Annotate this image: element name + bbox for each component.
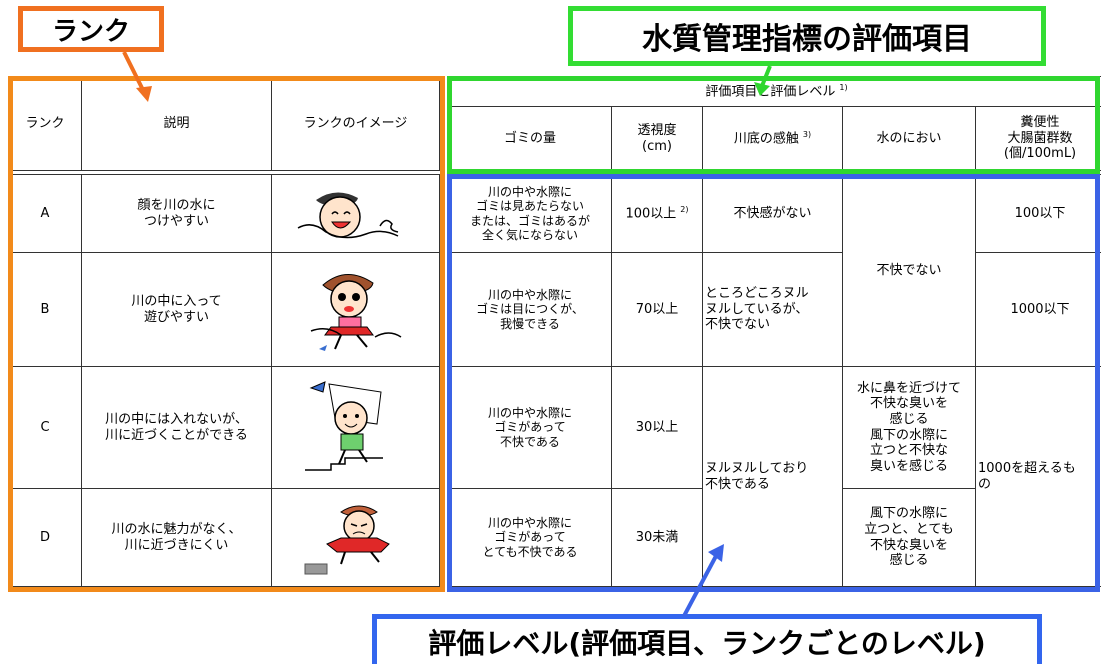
trash-a: 川の中や水際にゴミは見あたらないまたは、ゴミはあるが全く気にならない bbox=[449, 175, 612, 253]
rank-a-cell: A bbox=[9, 175, 82, 253]
coliform-b: 1000以下 bbox=[976, 253, 1101, 367]
table-row: C 川の中には入れないが、川に近づくことができる 川の中や水際にゴミがあって不快… bbox=[9, 367, 1101, 489]
rank-arrow-icon bbox=[118, 48, 158, 108]
coliform-a: 100以下 bbox=[976, 175, 1101, 253]
level-arrow-icon bbox=[676, 540, 736, 620]
child-face-in-water-icon bbox=[296, 184, 416, 244]
image-a bbox=[272, 175, 440, 253]
description-a: 顔を川の水につけやすい bbox=[82, 175, 272, 253]
header-rank: ランク bbox=[9, 77, 82, 171]
transparency-c: 30以上 bbox=[612, 367, 703, 489]
odor-ab: 不快でない bbox=[843, 175, 976, 367]
table-row: D 川の水に魅力がなく、川に近づきにくい 川の中や水際にゴミがあってとても不快で… bbox=[9, 489, 1101, 587]
trash-d: 川の中や水際にゴミがあってとても不快である bbox=[449, 489, 612, 587]
coliform-cd: 1000を超えるもの bbox=[976, 367, 1101, 587]
child-playing-in-river-icon bbox=[301, 265, 411, 355]
trash-b: 川の中や水際にゴミは目につくが、我慢できる bbox=[449, 253, 612, 367]
transparency-b: 70以上 bbox=[612, 253, 703, 367]
trash-c: 川の中や水際にゴミがあって不快である bbox=[449, 367, 612, 489]
description-d: 川の水に魅力がなく、川に近づきにくい bbox=[82, 489, 272, 587]
description-c: 川の中には入れないが、川に近づくことができる bbox=[82, 367, 272, 489]
rank-c-cell: C bbox=[9, 367, 82, 489]
rank-d-cell: D bbox=[9, 489, 82, 587]
table-row: A 顔を川の水につけやすい 川の中や水際にゴミは見あたらないまたは、ゴミはあるが… bbox=[9, 175, 1101, 253]
image-c bbox=[272, 367, 440, 489]
rank-b-cell: B bbox=[9, 253, 82, 367]
quality-items-callout: 水質管理指標の評価項目 bbox=[568, 6, 1046, 66]
riverbed-a: 不快感がない bbox=[703, 175, 843, 253]
header-description: 説明 bbox=[82, 77, 272, 171]
evaluation-levels-callout: 評価レベル(評価項目、ランクごとのレベル) bbox=[372, 614, 1042, 664]
header-image: ランクのイメージ bbox=[272, 77, 440, 171]
header-coliform: 糞便性大腸菌群数(個/100mL) bbox=[976, 107, 1101, 171]
rank-callout: ランク bbox=[18, 6, 164, 52]
quality-arrow-icon bbox=[752, 64, 782, 98]
header-odor: 水のにおい bbox=[843, 107, 976, 171]
odor-d: 風下の水際に立つと、とても不快な臭いを感じる bbox=[843, 489, 976, 587]
image-b bbox=[272, 253, 440, 367]
odor-c: 水に鼻を近づけて不快な臭いを感じる風下の水際に立つと不快な臭いを感じる bbox=[843, 367, 976, 489]
header-trash: ゴミの量 bbox=[449, 107, 612, 171]
header-transparency: 透視度(cm) bbox=[612, 107, 703, 171]
child-crying-icon bbox=[301, 498, 411, 578]
riverbed-b: ところどころヌルヌルしているが、不快でない bbox=[703, 253, 843, 367]
child-with-kite-fish-icon bbox=[301, 378, 411, 478]
description-b: 川の中に入って遊びやすい bbox=[82, 253, 272, 367]
image-d bbox=[272, 489, 440, 587]
